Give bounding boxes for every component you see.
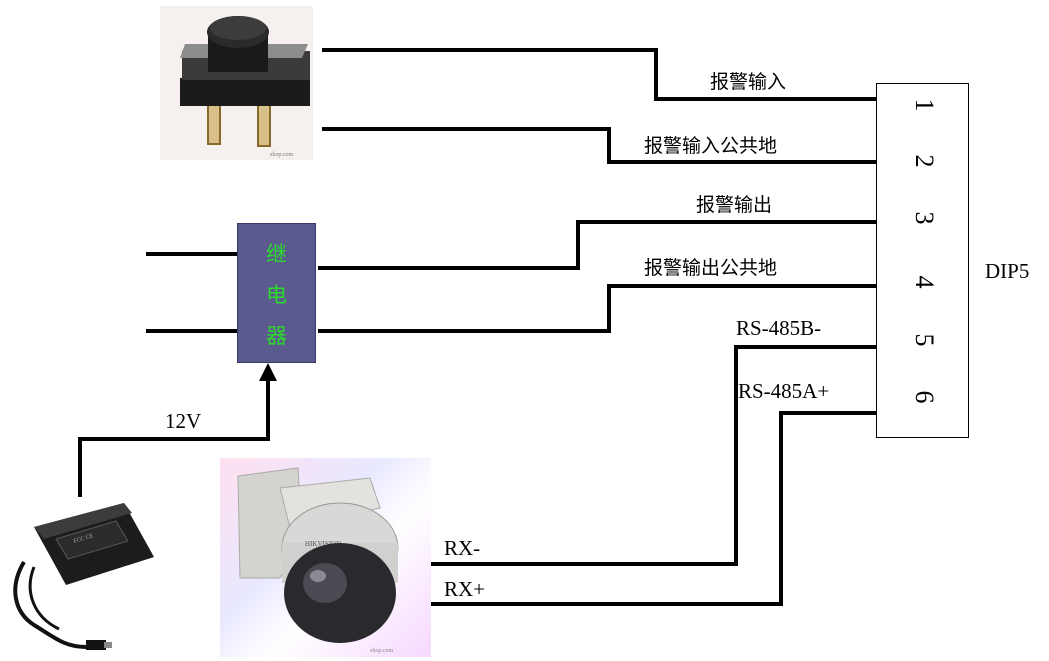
wire-alarm-out [318, 220, 876, 270]
label-rs485b: RS-485B- [736, 316, 822, 340]
wire-alarm-in [322, 48, 876, 101]
label-rs485a: RS-485A+ [738, 379, 830, 403]
dip-pin-2: 2 [910, 154, 939, 168]
wire-rs485b [430, 345, 876, 566]
dip-pin-3: 3 [910, 211, 939, 225]
dip-pin-5: 5 [910, 333, 939, 347]
svg-text:HIKVISION: HIKVISION [305, 540, 341, 548]
wire-alarm-in-common [322, 127, 876, 164]
label-rx-plus: RX+ [444, 577, 486, 601]
label-alarm-in-common: 报警输入公共地 [644, 135, 778, 157]
dip-pin-6: 6 [910, 390, 939, 404]
dome-camera-image: HIKVISION shop.com [220, 458, 431, 657]
dip-pin-4: 4 [910, 275, 939, 289]
label-alarm-in: 报警输入 [710, 71, 787, 93]
push-button-image: shop.com [160, 6, 313, 160]
label-dip: DIP5 [985, 259, 1030, 283]
wire-alarm-out-common [318, 284, 876, 333]
label-alarm-out-common: 报警输出公共地 [644, 257, 778, 279]
label-12v: 12V [165, 409, 202, 433]
wire-12v [78, 378, 270, 500]
dip-pin-1: 1 [910, 98, 939, 112]
power-adapter-image: FCC CE [4, 497, 156, 659]
relay-char-2: 电 [266, 283, 287, 307]
svg-text:shop.com: shop.com [370, 648, 393, 654]
relay-box: 继 电 器 [237, 223, 316, 363]
label-rx-minus: RX- [444, 536, 481, 560]
svg-text:FCC CE: FCC CE [73, 533, 95, 545]
relay-char-3: 器 [266, 324, 287, 348]
relay-char-1: 继 [266, 242, 287, 266]
dip-connector: 1 2 3 4 5 6 [876, 83, 969, 438]
svg-text:shop.com: shop.com [270, 152, 293, 158]
label-alarm-out: 报警输出 [696, 194, 773, 216]
arrow-12v [259, 363, 277, 381]
wire-rs485a [430, 411, 876, 606]
